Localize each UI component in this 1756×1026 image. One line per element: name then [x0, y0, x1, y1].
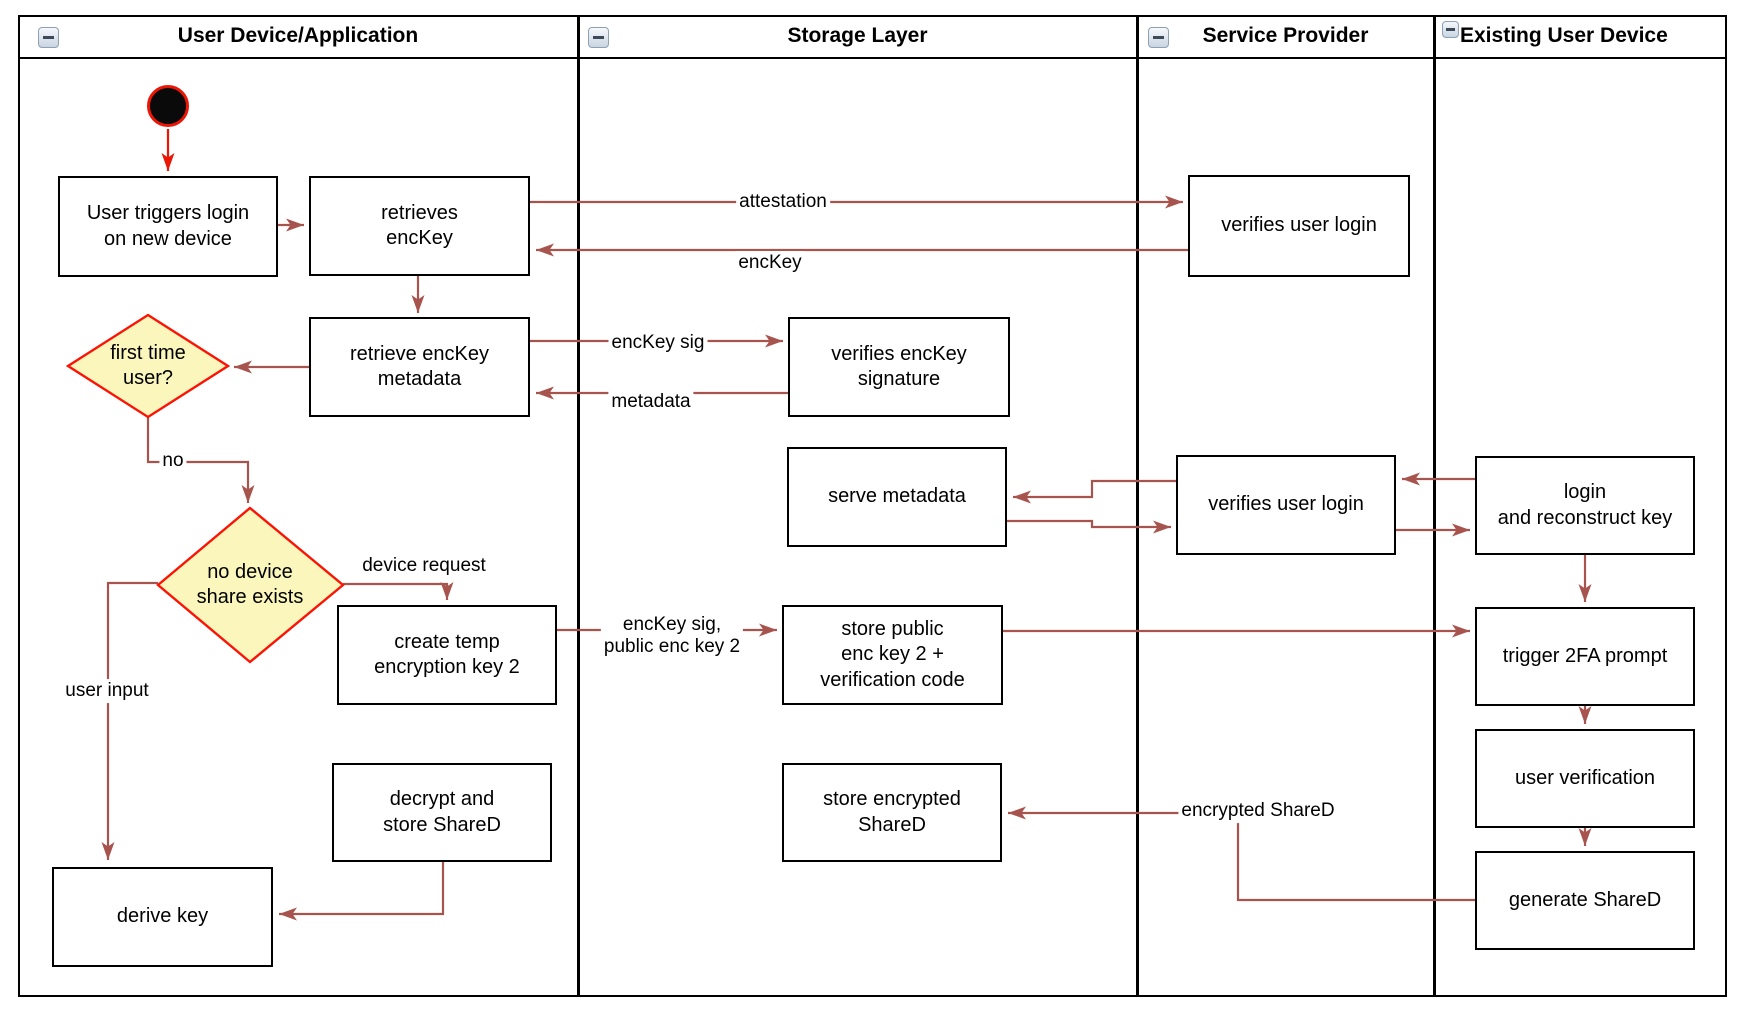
decision-label-no-device-share: no device share exists — [196, 561, 304, 608]
edge-label-attestation: attestation — [736, 190, 830, 214]
edge-label-enckey: encKey — [735, 251, 805, 275]
activity-store-public-key[interactable]: store public enc key 2 + verification co… — [782, 605, 1003, 705]
edge-label-no: no — [159, 449, 187, 473]
collapse-lane-button[interactable] — [38, 27, 59, 48]
edge-verifies2-to-serve-metadata — [1013, 479, 1176, 504]
edge-label-encrypted-shared: encrypted ShareD — [1178, 799, 1338, 823]
activity-user-triggers-login[interactable]: User triggers login on new device — [58, 176, 278, 277]
activity-login-reconstruct-key[interactable]: login and reconstruct key — [1475, 456, 1695, 555]
collapse-lane-button[interactable] — [1148, 27, 1169, 48]
edge-encrypted-shared — [1008, 806, 1475, 902]
lane-title: User Device/Application — [177, 24, 419, 47]
lane-header-existing-user-device: Existing User Device — [1434, 15, 1727, 59]
collapse-lane-button[interactable] — [1442, 21, 1459, 38]
activity-create-temp-key[interactable]: create temp encryption key 2 — [337, 605, 557, 705]
lane-header-storage-layer: Storage Layer — [578, 15, 1137, 59]
edge-label-enckey-sig-public-key: encKey sig, public enc key 2 — [600, 613, 744, 659]
activity-decrypt-store-shared[interactable]: decrypt and store ShareD — [332, 763, 552, 862]
edge-serve-metadata-to-verifies2 — [1007, 519, 1171, 534]
lane-divider — [1433, 15, 1436, 997]
decision-first-time-user[interactable] — [65, 313, 231, 419]
lane-divider — [577, 15, 580, 997]
activity-derive-key[interactable]: derive key — [52, 867, 273, 967]
diagram-frame — [18, 15, 1727, 997]
activity-verifies-enckey-signature[interactable]: verifies encKey signature — [788, 317, 1010, 417]
lane-header-user-device: User Device/Application — [18, 15, 578, 59]
minus-icon — [593, 36, 604, 39]
edge-label-enckey-sig: encKey sig — [608, 331, 708, 355]
activity-trigger-2fa-prompt[interactable]: trigger 2FA prompt — [1475, 607, 1695, 706]
activity-verifies-user-login-1[interactable]: verifies user login — [1188, 175, 1410, 277]
lane-title: Existing User Device — [1460, 24, 1668, 47]
activity-retrieve-enckey-metadata[interactable]: retrieve encKey metadata — [309, 317, 530, 417]
decision-label-first-time-user: first time user? — [110, 342, 186, 389]
edge-no-branch — [146, 417, 255, 503]
activity-retrieves-enckey[interactable]: retrieves encKey — [309, 176, 530, 276]
lane-title: Service Provider — [1202, 24, 1369, 47]
decision-no-device-share[interactable] — [156, 506, 345, 664]
collapse-lane-button[interactable] — [588, 27, 609, 48]
activity-store-encrypted-shared[interactable]: store encrypted ShareD — [782, 763, 1002, 862]
edge-label-device-request: device request — [359, 554, 489, 578]
edge-label-metadata: metadata — [608, 390, 694, 414]
edge-label-user-input: user input — [62, 679, 152, 703]
activity-verifies-user-login-2[interactable]: verifies user login — [1176, 455, 1396, 555]
lane-title: Storage Layer — [787, 24, 928, 47]
lane-header-service-provider: Service Provider — [1137, 15, 1434, 59]
minus-icon — [1153, 36, 1164, 39]
edge-decrypt-to-derive-key — [279, 862, 445, 921]
activity-generate-shared[interactable]: generate ShareD — [1475, 851, 1695, 950]
edge-device-request — [343, 582, 454, 600]
initial-state-node[interactable] — [147, 85, 189, 127]
minus-icon — [1446, 28, 1455, 31]
activity-user-verification[interactable]: user verification — [1475, 729, 1695, 828]
lane-divider — [1136, 15, 1139, 997]
activity-serve-metadata[interactable]: serve metadata — [787, 447, 1007, 547]
minus-icon — [43, 36, 54, 39]
edge-user-input-to-derive-key — [101, 581, 158, 860]
